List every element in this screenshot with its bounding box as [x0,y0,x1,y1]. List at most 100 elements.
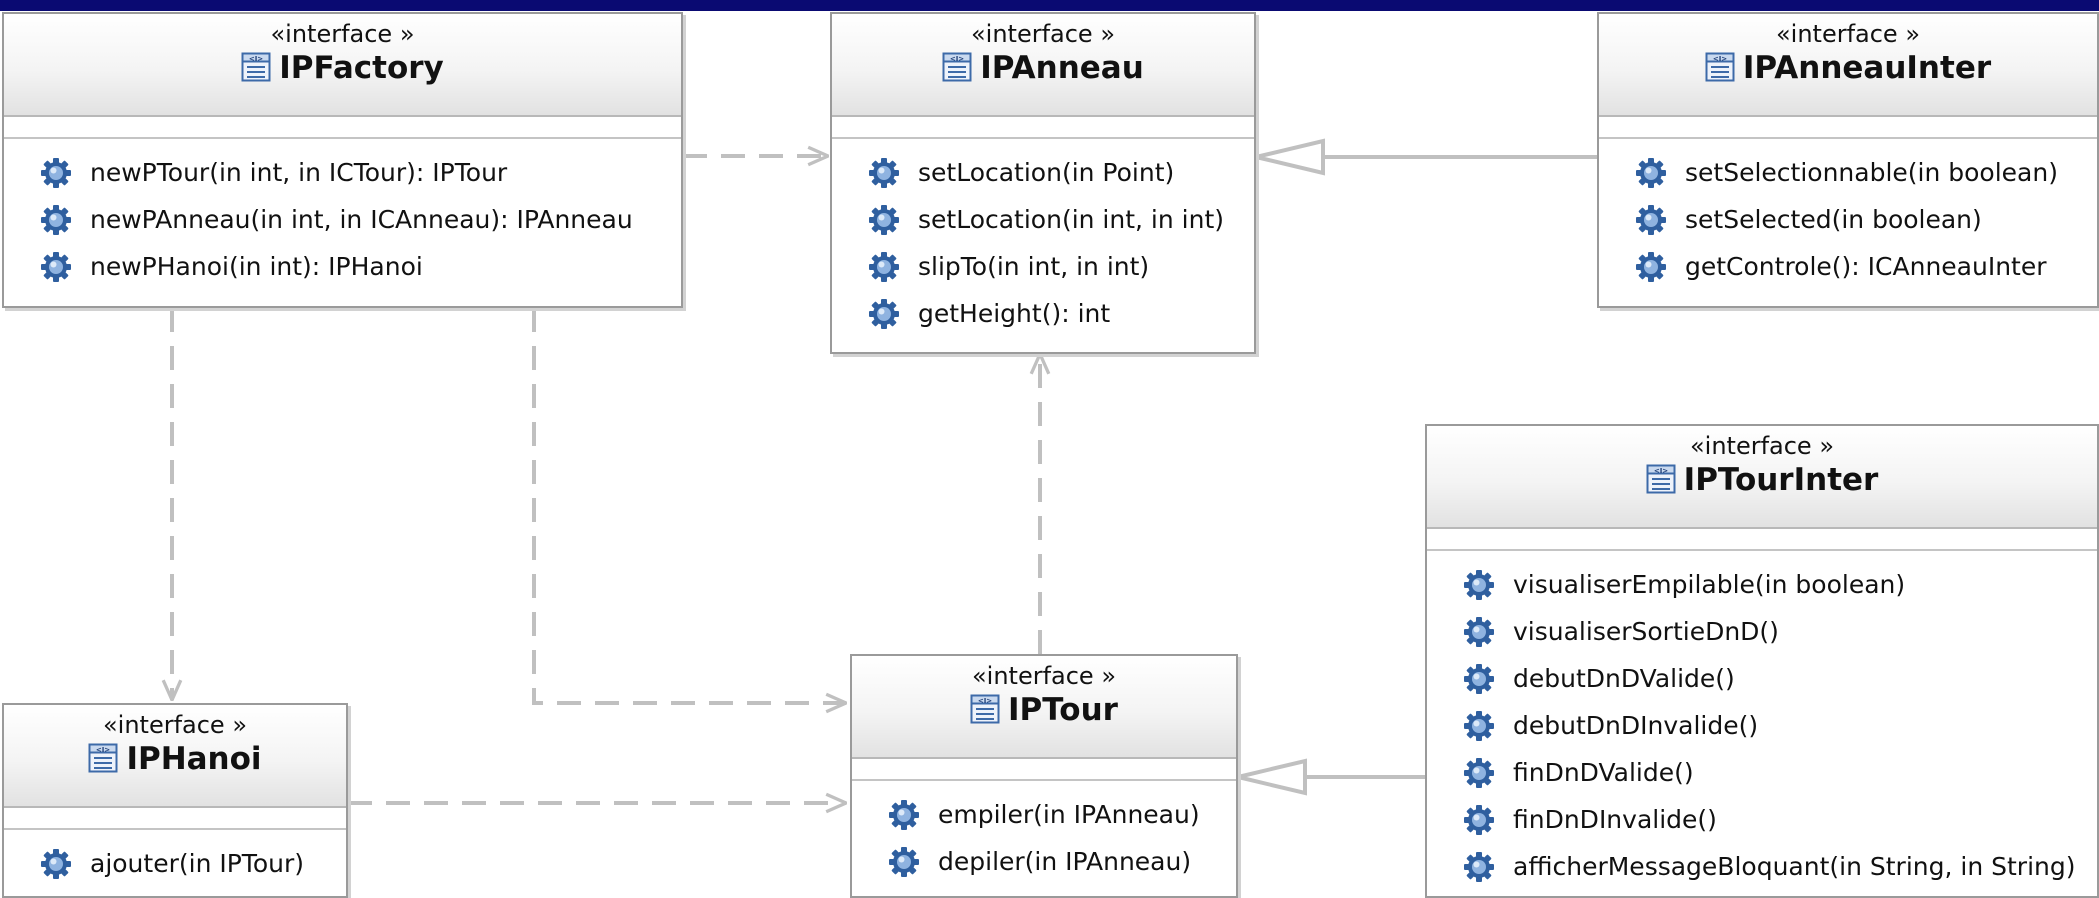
operations-compartment: setSelectionnable(in boolean) setSelecte… [1599,139,2097,290]
stereotype-label: «interface » [970,20,1116,48]
operation-signature: debutDnDInvalide() [1513,711,1759,740]
attributes-compartment [832,117,1254,139]
operation-gear-icon [1463,757,1495,789]
interface-name: IPHanoi [126,741,262,777]
dependency-ipfactory-iptour [532,308,846,703]
operation-signature: finDnDInvalide() [1513,805,1717,834]
operations-compartment: ajouter(in IPTour) [4,830,346,887]
interface-header: «interface » IPTour [852,656,1236,759]
operation-row[interactable]: setLocation(in Point) [832,149,1254,196]
operation-row[interactable]: depiler(in IPAnneau) [852,838,1236,885]
attributes-compartment [4,808,346,830]
operation-signature: finDnDValide() [1513,758,1694,787]
interface-header: «interface » IPAnneauInter [1599,14,2097,117]
operation-row[interactable]: setLocation(in int, in int) [832,196,1254,243]
stereotype-label: «interface » [270,20,415,48]
operation-row[interactable]: getControle(): ICAnneauInter [1599,243,2097,290]
operation-gear-icon [888,846,920,878]
interface-header: «interface » IPAnneau [832,14,1254,117]
interface-icon [942,52,972,82]
operation-gear-icon [868,204,900,236]
interface-icon [1705,52,1735,82]
interface-icon [88,743,118,773]
operation-gear-icon [868,157,900,189]
stereotype-label: «interface » [1689,432,1835,460]
operation-gear-icon [1635,251,1667,283]
operation-gear-icon [868,298,900,330]
operation-signature: slipTo(in int, in int) [918,252,1150,281]
operation-row[interactable]: slipTo(in int, in int) [832,243,1254,290]
operation-gear-icon [1463,710,1495,742]
interface-box-iptour[interactable]: «interface » IPTour empiler(in IPAnneau)… [850,654,1238,898]
operation-row[interactable]: setSelected(in boolean) [1599,196,2097,243]
operation-row[interactable]: debutDnDInvalide() [1427,702,2097,749]
operation-signature: newPTour(in int, in ICTour): IPTour [90,158,508,187]
operation-signature: newPHanoi(in int): IPHanoi [90,252,423,281]
operation-row[interactable]: newPTour(in int, in ICTour): IPTour [4,149,681,196]
operation-signature: visualiserSortieDnD() [1513,617,1779,646]
interface-name: IPFactory [279,50,444,86]
interface-icon [1646,464,1676,494]
operation-gear-icon [1635,204,1667,236]
operation-row[interactable]: finDnDInvalide() [1427,796,2097,843]
operations-compartment: empiler(in IPAnneau) depiler(in IPAnneau… [852,781,1236,885]
interface-box-iphanoi[interactable]: «interface » IPHanoi ajouter(in IPTour) [2,703,348,898]
operation-row[interactable]: getHeight(): int [832,290,1254,337]
operation-signature: getHeight(): int [918,299,1111,328]
operation-gear-icon [40,251,72,283]
operations-compartment: newPTour(in int, in ICTour): IPTour newP… [4,139,681,290]
attributes-compartment [852,759,1236,781]
generalization-arrowhead-ipanneau [1255,138,1325,176]
operation-signature: setLocation(in Point) [918,158,1175,187]
operation-signature: empiler(in IPAnneau) [938,800,1200,829]
interface-box-ipanneauinter[interactable]: «interface » IPAnneauInter setSelectionn… [1597,12,2099,308]
top-bar [0,0,2099,11]
operation-row[interactable]: debutDnDValide() [1427,655,2097,702]
attributes-compartment [4,117,681,139]
operation-signature: getControle(): ICAnneauInter [1685,252,2047,281]
interface-header: «interface » IPTourInter [1427,426,2097,529]
stereotype-label: «interface » [1775,20,1921,48]
attributes-compartment [1599,117,2097,139]
operation-signature: ajouter(in IPTour) [90,849,305,878]
operation-row[interactable]: empiler(in IPAnneau) [852,791,1236,838]
operation-row[interactable]: visualiserEmpilable(in boolean) [1427,561,2097,608]
operation-gear-icon [40,204,72,236]
operation-gear-icon [40,848,72,880]
operation-gear-icon [1635,157,1667,189]
interface-name: IPAnneau [980,50,1144,86]
interface-box-ipfactory[interactable]: «interface » IPFactory newPTour(in int, … [2,12,683,308]
operation-gear-icon [1463,569,1495,601]
interface-name: IPTour [1008,692,1118,728]
operation-row[interactable]: setSelectionnable(in boolean) [1599,149,2097,196]
operation-gear-icon [1463,804,1495,836]
interface-box-ipanneau[interactable]: «interface » IPAnneau setLocation(in Poi… [830,12,1256,354]
operation-gear-icon [868,251,900,283]
interface-header: «interface » IPFactory [4,14,681,117]
interface-name: IPTourInter [1683,462,1879,498]
operation-row[interactable]: newPAnneau(in int, in ICAnneau): IPAnnea… [4,196,681,243]
operation-row[interactable]: visualiserSortieDnD() [1427,608,2097,655]
operation-gear-icon [40,157,72,189]
operation-signature: setSelectionnable(in boolean) [1685,158,2058,187]
interface-name: IPAnneauInter [1742,50,1992,86]
operation-signature: afficherMessageBloquant(in String, in St… [1513,852,2076,881]
operation-row[interactable]: finDnDValide() [1427,749,2097,796]
operation-signature: setSelected(in boolean) [1685,205,1982,234]
operation-row[interactable]: afficherMessageBloquant(in String, in St… [1427,843,2097,890]
operation-signature: visualiserEmpilable(in boolean) [1513,570,1906,599]
operation-gear-icon [1463,851,1495,883]
interface-box-iptourinter[interactable]: «interface » IPTourInter visualiserEmpil… [1425,424,2099,898]
operation-signature: debutDnDValide() [1513,664,1735,693]
interface-icon [970,694,1000,724]
interface-header: «interface » IPHanoi [4,705,346,808]
stereotype-label: «interface » [102,711,248,739]
stereotype-label: «interface » [971,662,1117,690]
operation-signature: setLocation(in int, in int) [918,205,1225,234]
operation-row[interactable]: newPHanoi(in int): IPHanoi [4,243,681,290]
operations-compartment: visualiserEmpilable(in boolean) visualis… [1427,551,2097,890]
operation-gear-icon [1463,663,1495,695]
operation-gear-icon [1463,616,1495,648]
operation-row[interactable]: ajouter(in IPTour) [4,840,346,887]
